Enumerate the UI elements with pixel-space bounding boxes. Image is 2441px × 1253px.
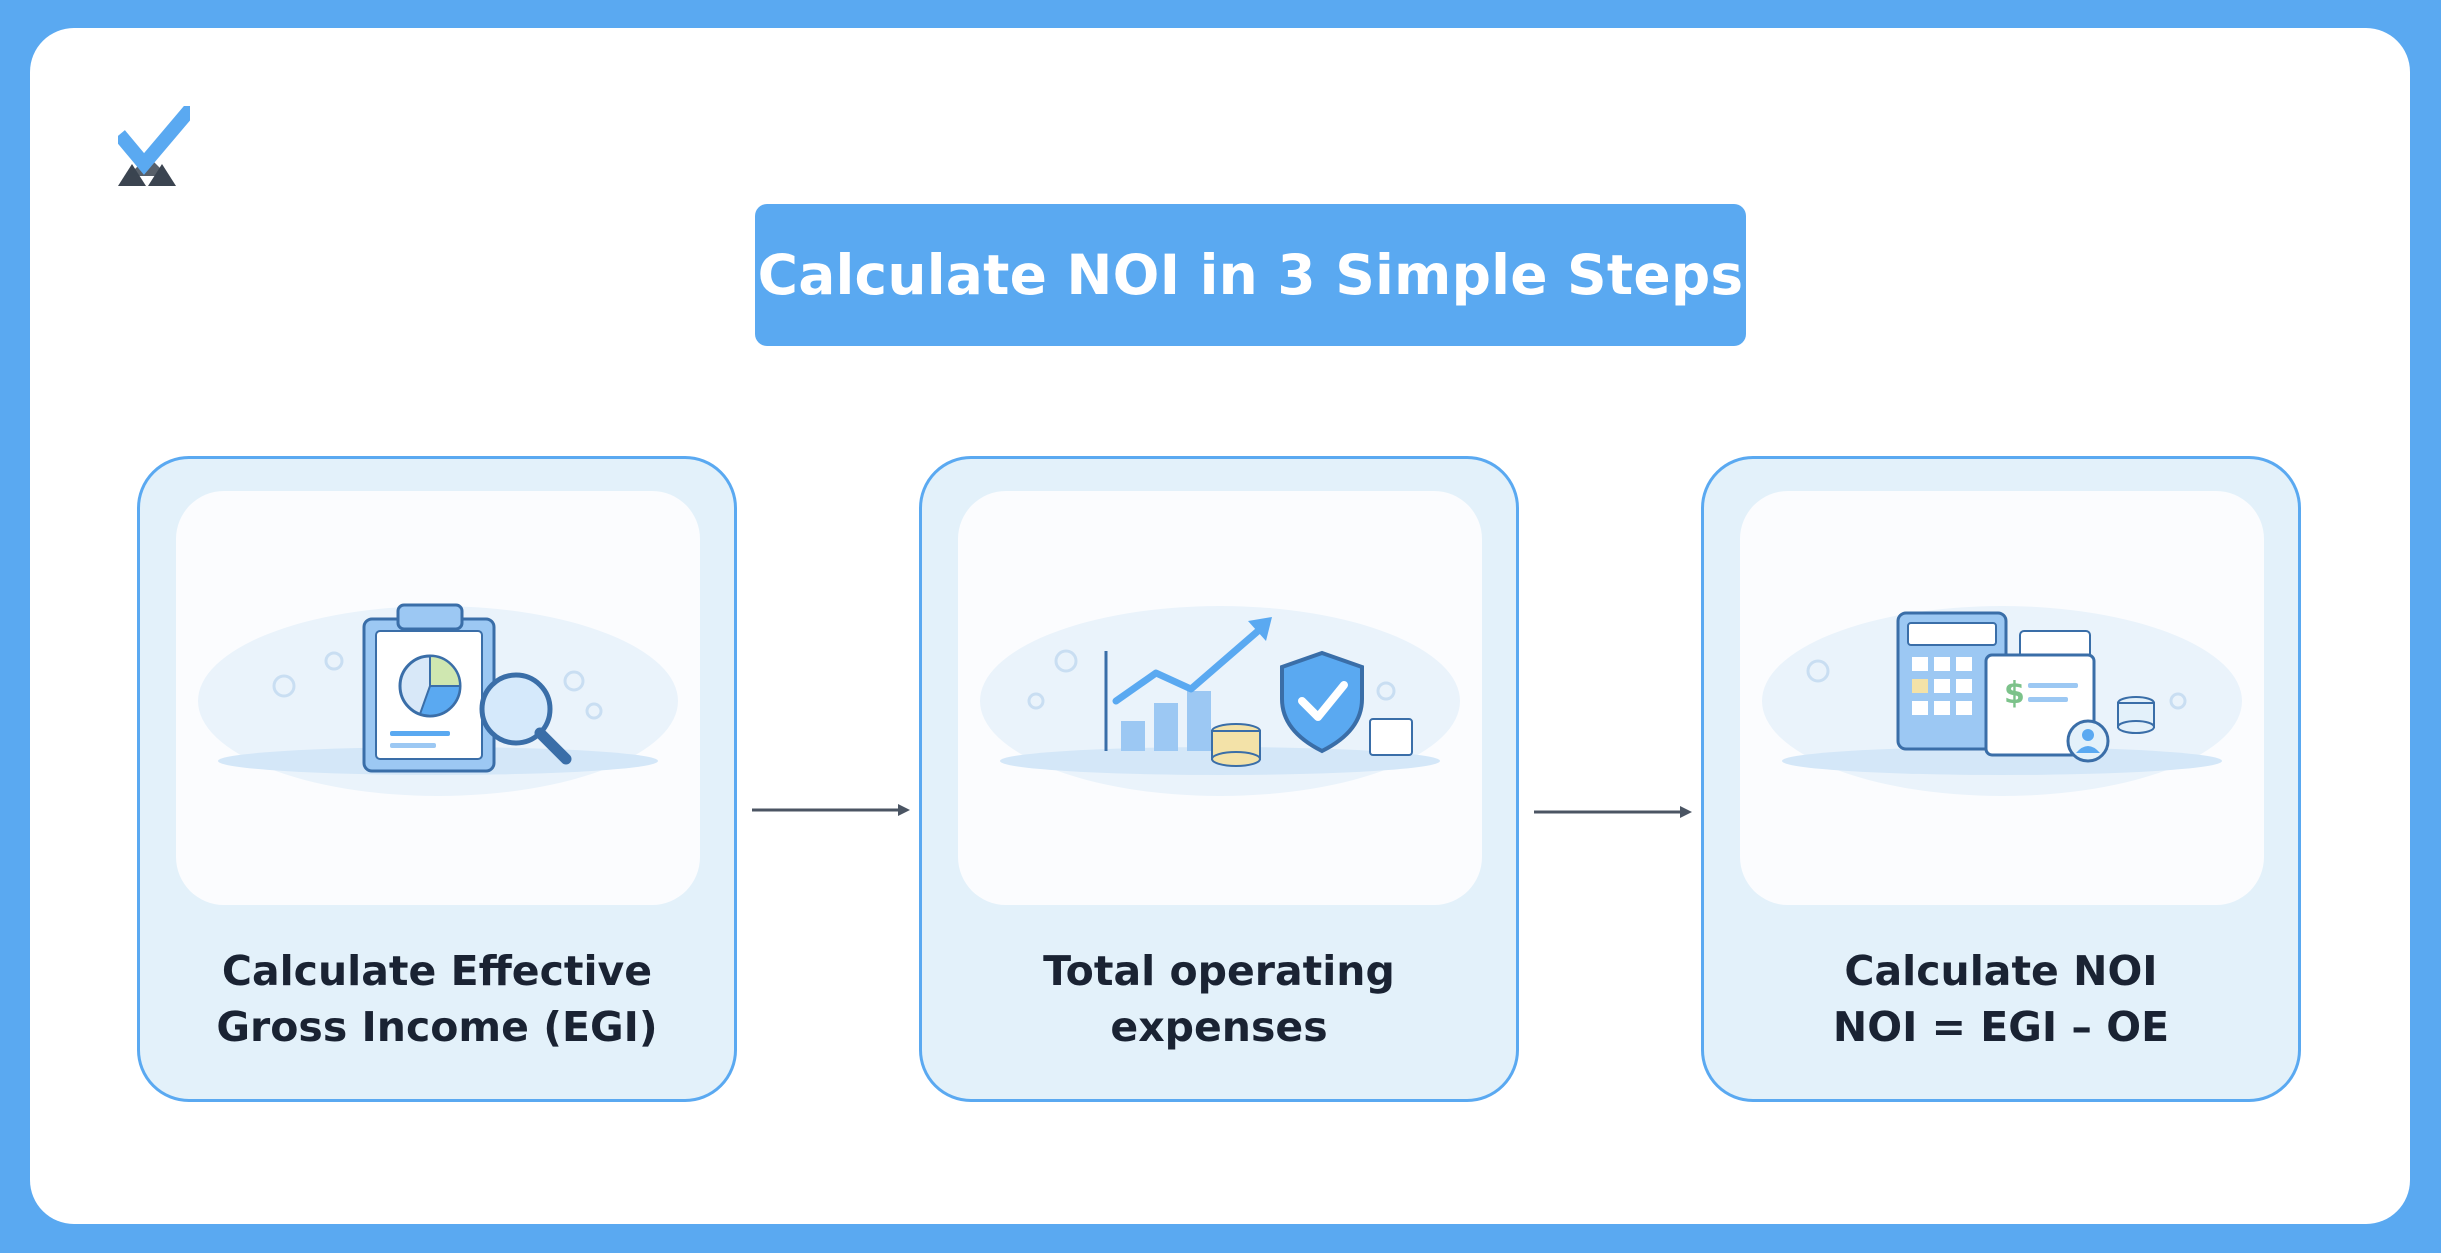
- step-card-2: Total operating expenses: [919, 456, 1519, 1102]
- step-label: Total operating expenses: [922, 943, 1516, 1055]
- step-label-line: Gross Income (EGI): [216, 1003, 658, 1051]
- step-label: Calculate Effective Gross Income (EGI): [140, 943, 734, 1055]
- calculator-invoice-icon: $: [1762, 606, 2242, 796]
- step-illustration-panel: [958, 491, 1482, 905]
- step-label-line: Calculate NOI: [1844, 947, 2158, 995]
- svg-text:$: $: [2004, 676, 2025, 711]
- arrow-right-icon: [1534, 806, 1692, 818]
- step-illustration-panel: $: [1740, 491, 2264, 905]
- step-label-line: Total operating: [1043, 947, 1395, 995]
- title-banner: Calculate NOI in 3 Simple Steps: [755, 204, 1746, 346]
- step-illustration-panel: [176, 491, 700, 905]
- arrow-right-icon: [752, 804, 910, 816]
- brand-logo: [118, 106, 190, 186]
- step-card-1: Calculate Effective Gross Income (EGI): [137, 456, 737, 1102]
- step-label-line: Calculate Effective: [221, 947, 653, 995]
- step-card-3: $ Calculate NOI NOI = EGI – OE: [1701, 456, 2301, 1102]
- content-frame: Calculate NOI in 3 Simple Steps: [30, 28, 2410, 1224]
- clipboard-chart-icon: [198, 603, 678, 796]
- growth-chart-shield-icon: [980, 606, 1460, 796]
- step-label: Calculate NOI NOI = EGI – OE: [1704, 943, 2298, 1055]
- page-title: Calculate NOI in 3 Simple Steps: [757, 243, 1744, 307]
- step-label-line: NOI = EGI – OE: [1832, 1003, 2170, 1051]
- step-label-line: expenses: [1110, 1003, 1328, 1051]
